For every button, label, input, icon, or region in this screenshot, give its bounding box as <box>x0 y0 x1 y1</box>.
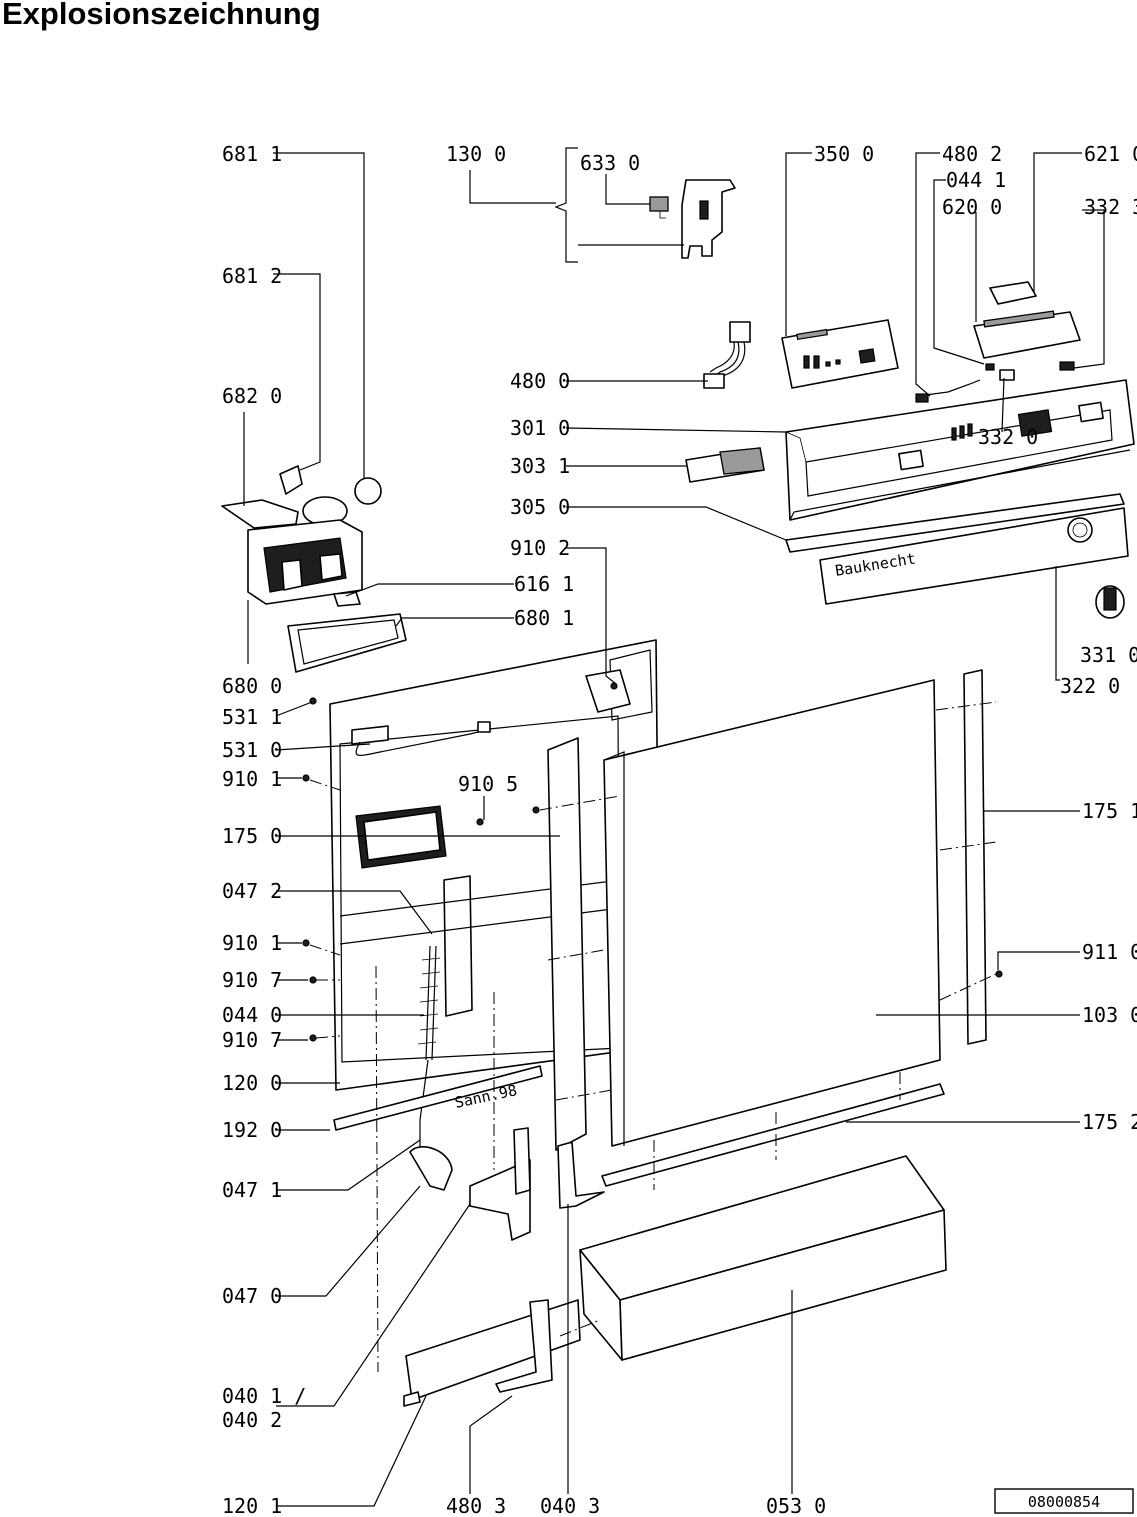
label-303-1: 303 1 <box>510 454 570 478</box>
part-brackets <box>403 1127 605 1407</box>
label-301-0: 301 0 <box>510 416 570 440</box>
label-040-3: 040 3 <box>540 1494 600 1517</box>
label-682-0: 682 0 <box>222 384 282 408</box>
label-044-0: 044 0 <box>222 1003 282 1027</box>
label-322-0: 322 0 <box>1060 674 1120 698</box>
part-side-strip-left <box>547 737 587 1151</box>
label-175-0: 175 0 <box>222 824 282 848</box>
label-175-2: 175 2 <box>1082 1110 1137 1134</box>
label-531-1: 531 1 <box>222 705 282 729</box>
leader-lines <box>243 152 1105 1507</box>
label-053-0: 053 0 <box>766 1494 826 1517</box>
label-175-1: 175 1 <box>1082 799 1137 823</box>
label-616-1: 616 1 <box>514 572 574 596</box>
label-680-1: 680 1 <box>514 606 574 630</box>
label-103-0: 103 0 <box>1082 1003 1137 1027</box>
label-305-0: 305 0 <box>510 495 570 519</box>
label-910-5: 910 5 <box>458 772 518 796</box>
assembly-axes <box>309 701 997 1373</box>
label-480-2: 480 2 <box>942 142 1002 166</box>
label-047-1: 047 1 <box>222 1178 282 1202</box>
label-120-1: 120 1 <box>222 1494 282 1517</box>
label-680-0: 680 0 <box>222 674 282 698</box>
label-120-0: 120 0 <box>222 1071 282 1095</box>
part-outer-door <box>603 679 941 1147</box>
label-620-0: 620 0 <box>942 195 1002 219</box>
part-spring-assembly <box>409 945 453 1191</box>
part-knob <box>1095 585 1125 619</box>
drawing-number: 08000854 <box>1028 1493 1100 1511</box>
label-531-0: 531 0 <box>222 738 282 762</box>
label-910-7-upper: 910 7 <box>222 968 282 992</box>
part-wiring-harness <box>703 321 751 389</box>
part-cover-strip <box>685 447 765 483</box>
label-350-0: 350 0 <box>814 142 874 166</box>
label-040-1: 040 1 / <box>222 1384 306 1408</box>
label-192-0: 192 0 <box>222 1118 282 1142</box>
part-dispenser <box>221 465 382 607</box>
part-labels: 681 1 130 0 633 0 350 0 480 2 044 1 620 … <box>222 142 1137 1517</box>
label-044-1: 044 1 <box>946 168 1006 192</box>
label-047-2: 047 2 <box>222 879 282 903</box>
label-047-0: 047 0 <box>222 1284 282 1308</box>
label-331-0: 331 0 <box>1080 643 1137 667</box>
part-hinge-bracket <box>554 147 736 263</box>
label-480-3: 480 3 <box>446 1494 506 1517</box>
part-bottom-strip <box>601 1083 945 1187</box>
label-910-1-upper: 910 1 <box>222 767 282 791</box>
part-control-board <box>781 319 899 389</box>
part-kick-plate <box>579 1155 947 1361</box>
label-633-0: 633 0 <box>580 151 640 175</box>
label-621-0: 621 0 <box>1084 142 1137 166</box>
label-040-2: 040 2 <box>222 1408 282 1432</box>
label-911-0: 911 0 <box>1082 940 1137 964</box>
part-display-module <box>915 281 1081 403</box>
label-910-2: 910 2 <box>510 536 570 560</box>
part-control-panel <box>785 379 1135 521</box>
parts-layer: Bauknecht <box>221 147 1135 1407</box>
label-480-0: 480 0 <box>510 369 570 393</box>
label-681-1: 681 1 <box>222 142 282 166</box>
label-130-0: 130 0 <box>446 142 506 166</box>
drawing-number-box: 08000854 <box>994 1488 1134 1514</box>
part-front-fascia: Bauknecht <box>819 507 1129 605</box>
part-side-strip-right <box>963 669 987 1045</box>
part-lower-rail: Sann.98 <box>333 1065 543 1131</box>
label-681-2: 681 2 <box>222 264 282 288</box>
label-332-0: 332 0 <box>978 425 1038 449</box>
label-332-3: 332 3 <box>1084 195 1137 219</box>
part-panel-rail <box>785 493 1125 553</box>
part-gasket <box>287 613 407 673</box>
label-910-7-lower: 910 7 <box>222 1028 282 1052</box>
page-title: Explosionszeichnung <box>2 0 321 31</box>
label-910-1-lower: 910 1 <box>222 931 282 955</box>
